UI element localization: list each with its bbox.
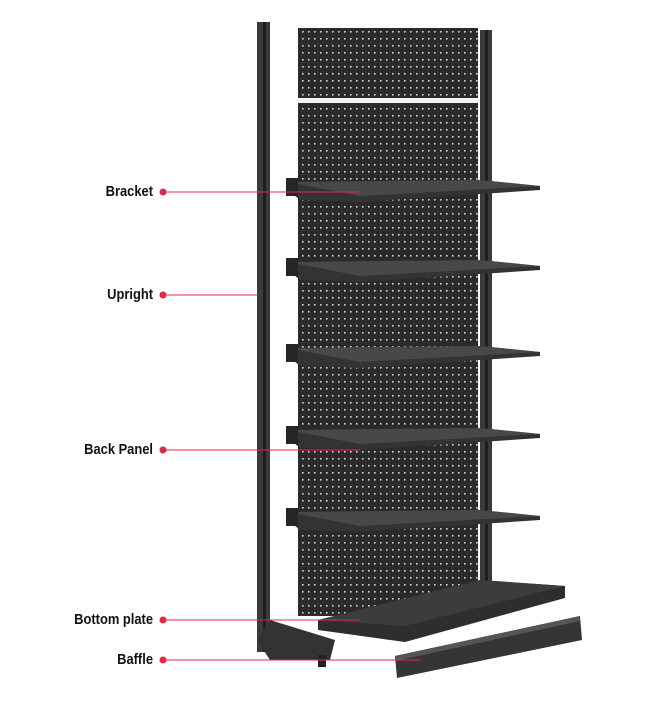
- label-bottom-plate: Bottom plate: [74, 611, 153, 628]
- bottom-plate-dot: [159, 616, 167, 624]
- bracket: [286, 178, 298, 196]
- label-bracket: Bracket: [105, 183, 153, 200]
- shelf-top: [288, 346, 540, 362]
- bracket: [286, 508, 298, 526]
- bracket: [286, 344, 298, 362]
- bracket: [286, 258, 298, 276]
- label-upright: Upright: [107, 286, 153, 303]
- baffle-edge: [395, 616, 580, 661]
- back-panel-dot: [159, 446, 167, 454]
- shelf-top: [288, 260, 540, 276]
- base-foot: [257, 620, 335, 660]
- label-back-panel: Back Panel: [84, 441, 153, 458]
- baffle-dot: [159, 656, 167, 664]
- upright-slots-right: [485, 30, 488, 600]
- bottom-plate-top: [318, 580, 565, 626]
- shelf-top: [288, 510, 540, 526]
- upright-dot: [159, 291, 167, 299]
- upright-slots: [263, 22, 266, 652]
- shelf-top: [288, 428, 540, 444]
- bracket: [286, 426, 298, 444]
- leveling-foot: [318, 655, 326, 667]
- label-baffle: Baffle: [117, 651, 153, 668]
- panel-gap: [298, 98, 478, 103]
- bracket-dot: [159, 188, 167, 196]
- baffle: [395, 616, 582, 678]
